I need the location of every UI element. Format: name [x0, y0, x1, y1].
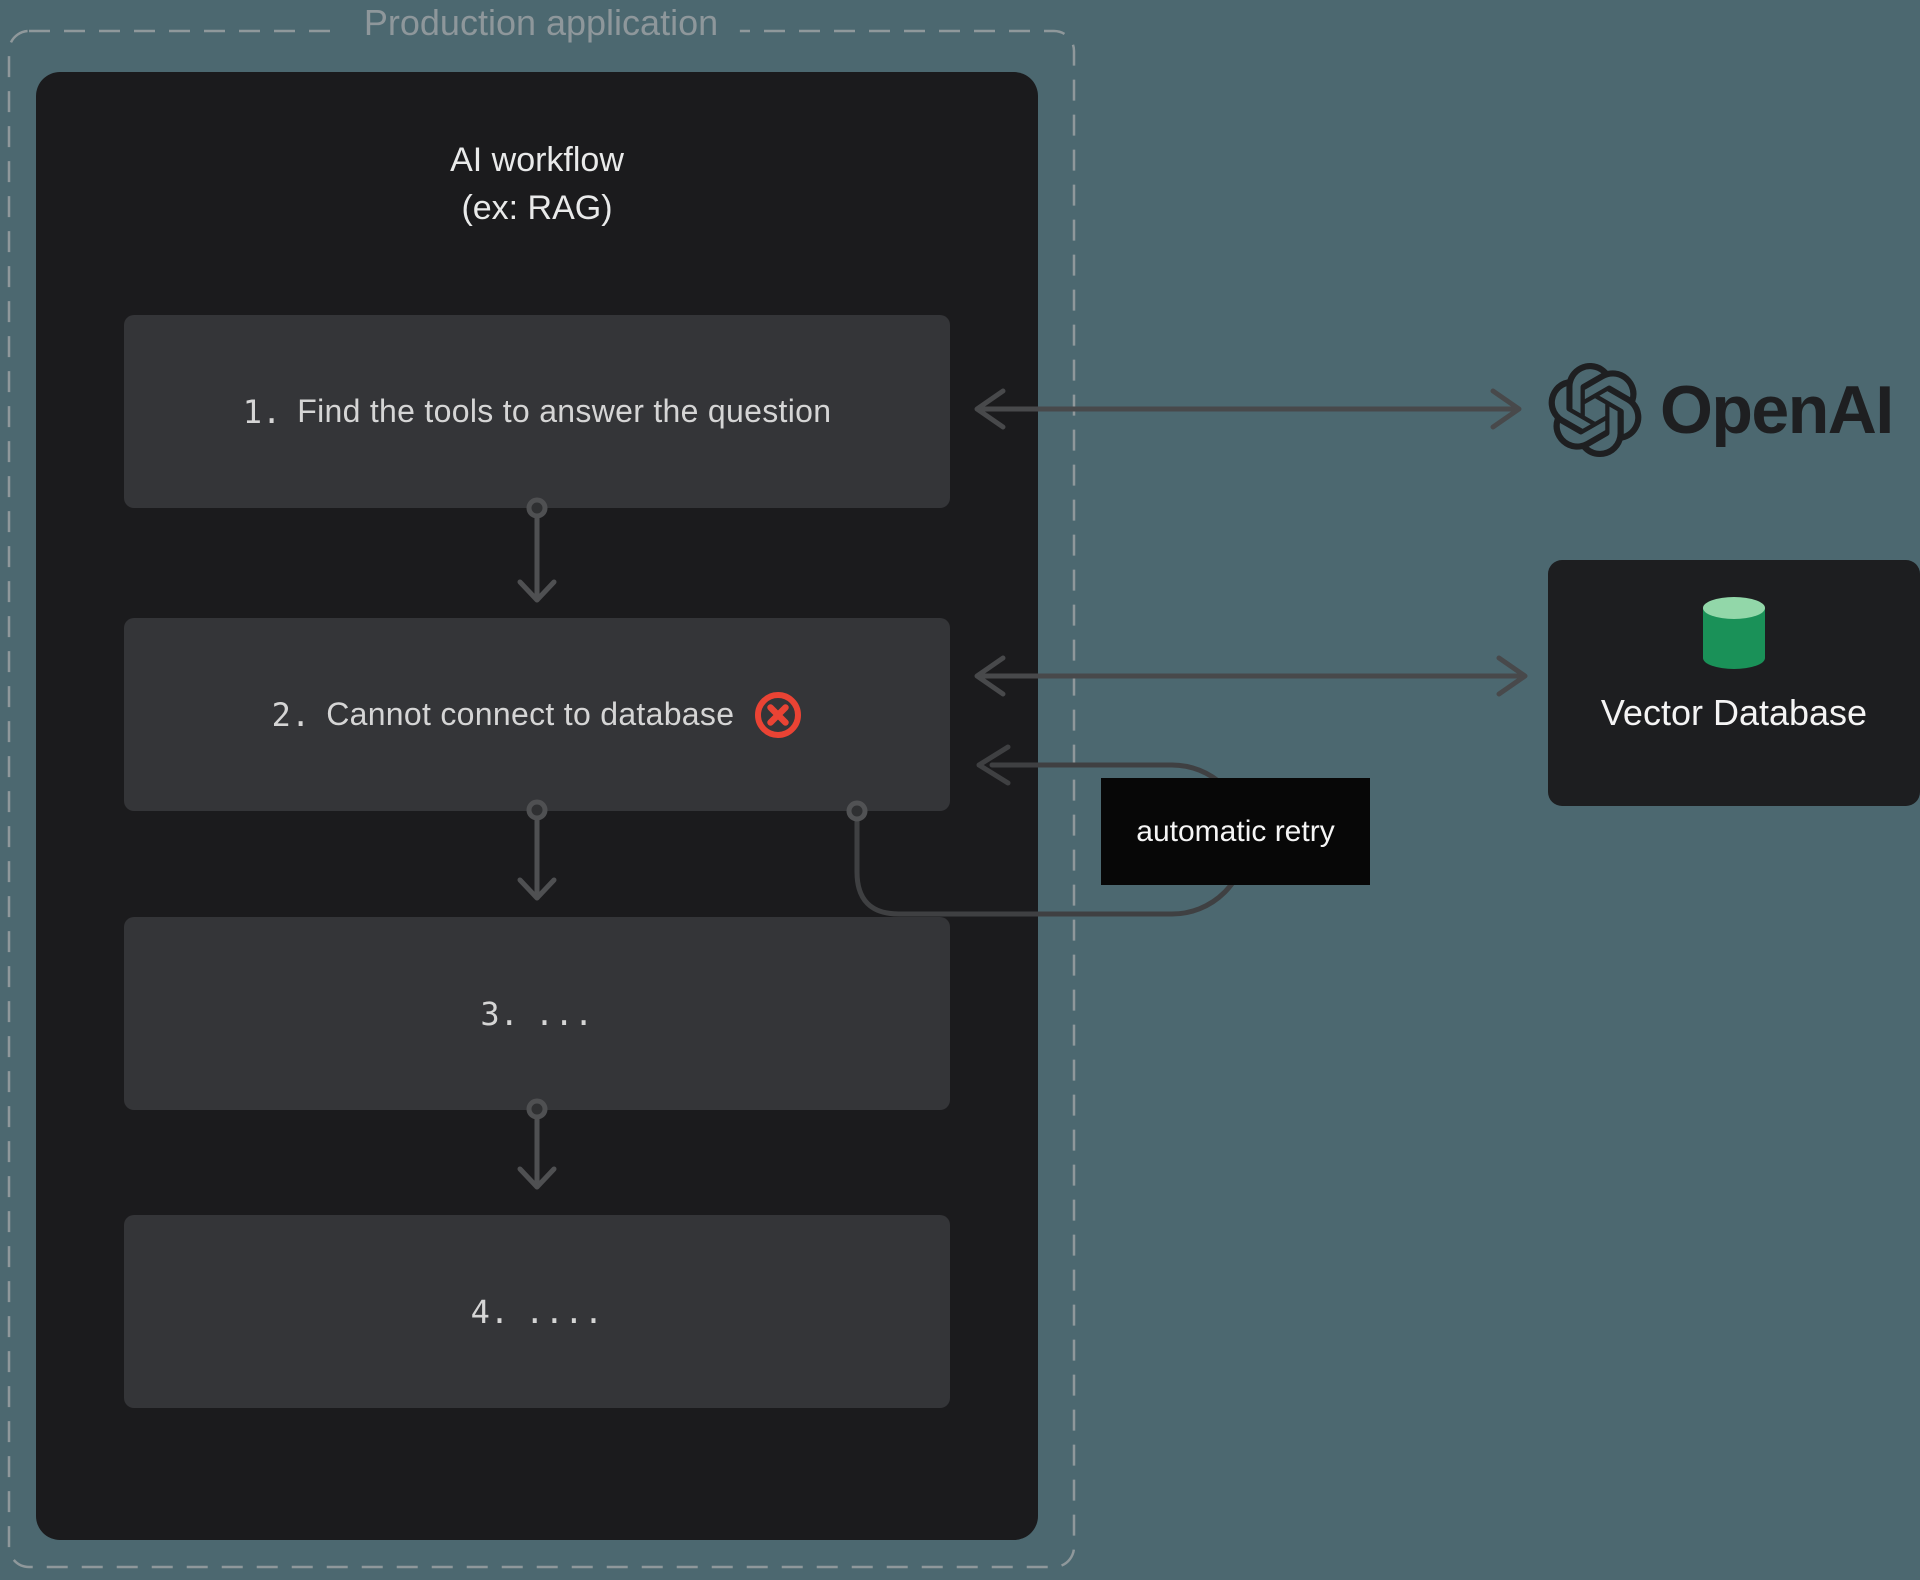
production-app-panel: AI workflow (ex: RAG) 1. Find the tools … [36, 72, 1038, 1540]
workflow-title-line1: AI workflow [450, 141, 624, 179]
step1-openai-arrow [974, 388, 1522, 430]
production-application-label: Production application [341, 0, 741, 46]
step-3-number: 3. [480, 994, 519, 1033]
step-2-number: 2. [271, 695, 311, 734]
workflow-title-line2: (ex: RAG) [461, 189, 613, 227]
step-1-text: Find the tools to answer the question [297, 393, 832, 429]
step-2-text: Cannot connect to database [326, 696, 735, 732]
step-1-number: 1. [242, 392, 282, 431]
workflow-step-1: 1. Find the tools to answer the question [124, 315, 950, 508]
openai-service: OpenAI [1548, 363, 1894, 457]
workflow-step-2: 2. Cannot connect to database [124, 618, 950, 811]
step-3-text: ... [534, 994, 594, 1033]
circle-x-error-icon [755, 691, 802, 738]
vector-database-label: Vector Database [1600, 692, 1868, 733]
workflow-step-3: 3. ... [124, 917, 950, 1110]
step2-vectordb-arrow [974, 655, 1528, 697]
database-cylinder-icon [1703, 597, 1765, 669]
openai-logo-icon [1548, 363, 1642, 457]
vector-database-card: Vector Database [1548, 560, 1920, 806]
automatic-retry-label: automatic retry [1101, 778, 1370, 885]
openai-wordmark: OpenAI [1660, 372, 1894, 448]
workflow-title: AI workflow (ex: RAG) [36, 136, 1038, 232]
workflow-step-4: 4. .... [124, 1215, 950, 1408]
step-4-number: 4. [470, 1292, 510, 1331]
step-4-text: .... [525, 1292, 604, 1331]
